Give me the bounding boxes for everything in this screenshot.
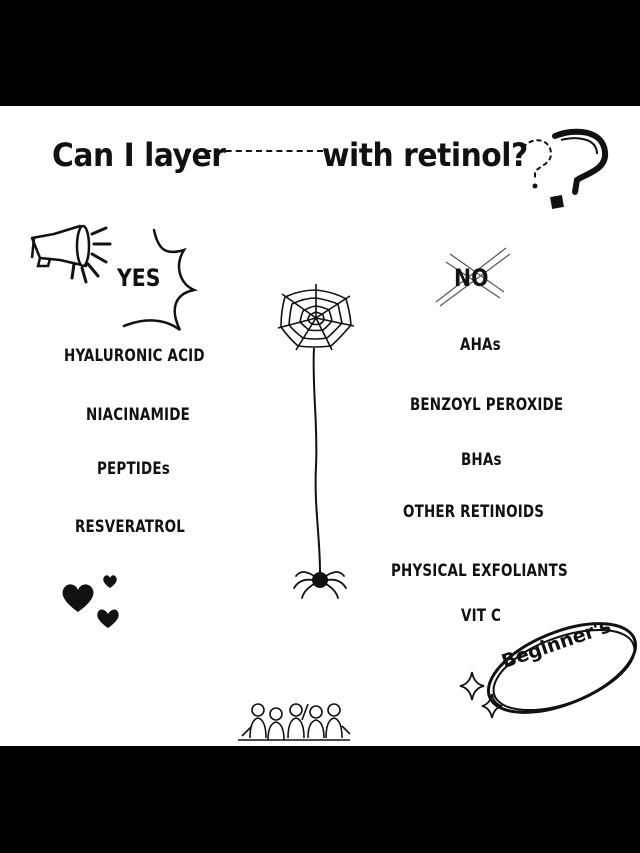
yes-item-3: RESVERATROL xyxy=(75,517,185,537)
spider-icon xyxy=(293,347,347,599)
no-item-2: BHAs xyxy=(461,450,502,470)
no-item-5: VIT C xyxy=(461,606,502,626)
no-label: NO xyxy=(454,264,489,292)
question-marks-icon xyxy=(522,128,609,209)
title-blank-line xyxy=(185,150,323,152)
no-item-3: OTHER RETINOIDS xyxy=(403,502,545,522)
yes-label: YES xyxy=(117,264,161,292)
yes-item-1: NIACINAMIDE xyxy=(86,405,190,425)
hearts-icon xyxy=(62,575,119,628)
yes-burst-icon xyxy=(122,228,199,332)
poster: Can I layer with retinol? YES NO HYALURO… xyxy=(0,106,640,746)
title-part1: Can I layer xyxy=(52,136,226,174)
title-part2: with retinol? xyxy=(322,136,528,174)
no-item-1: BENZOYL PEROXIDE xyxy=(410,395,564,415)
no-cross-icon xyxy=(435,247,511,307)
no-item-4: PHYSICAL EXFOLIANTS xyxy=(391,561,568,581)
spider-web-icon xyxy=(277,284,355,351)
yes-item-0: HYALURONIC ACID xyxy=(64,346,205,366)
yes-item-2: PEPTIDEs xyxy=(97,459,170,479)
megaphone-icon xyxy=(30,224,112,284)
no-item-0: AHAs xyxy=(460,335,501,355)
people-sketch-icon xyxy=(238,703,351,741)
sparkle-icon xyxy=(459,671,503,719)
badge-oval xyxy=(486,622,638,714)
